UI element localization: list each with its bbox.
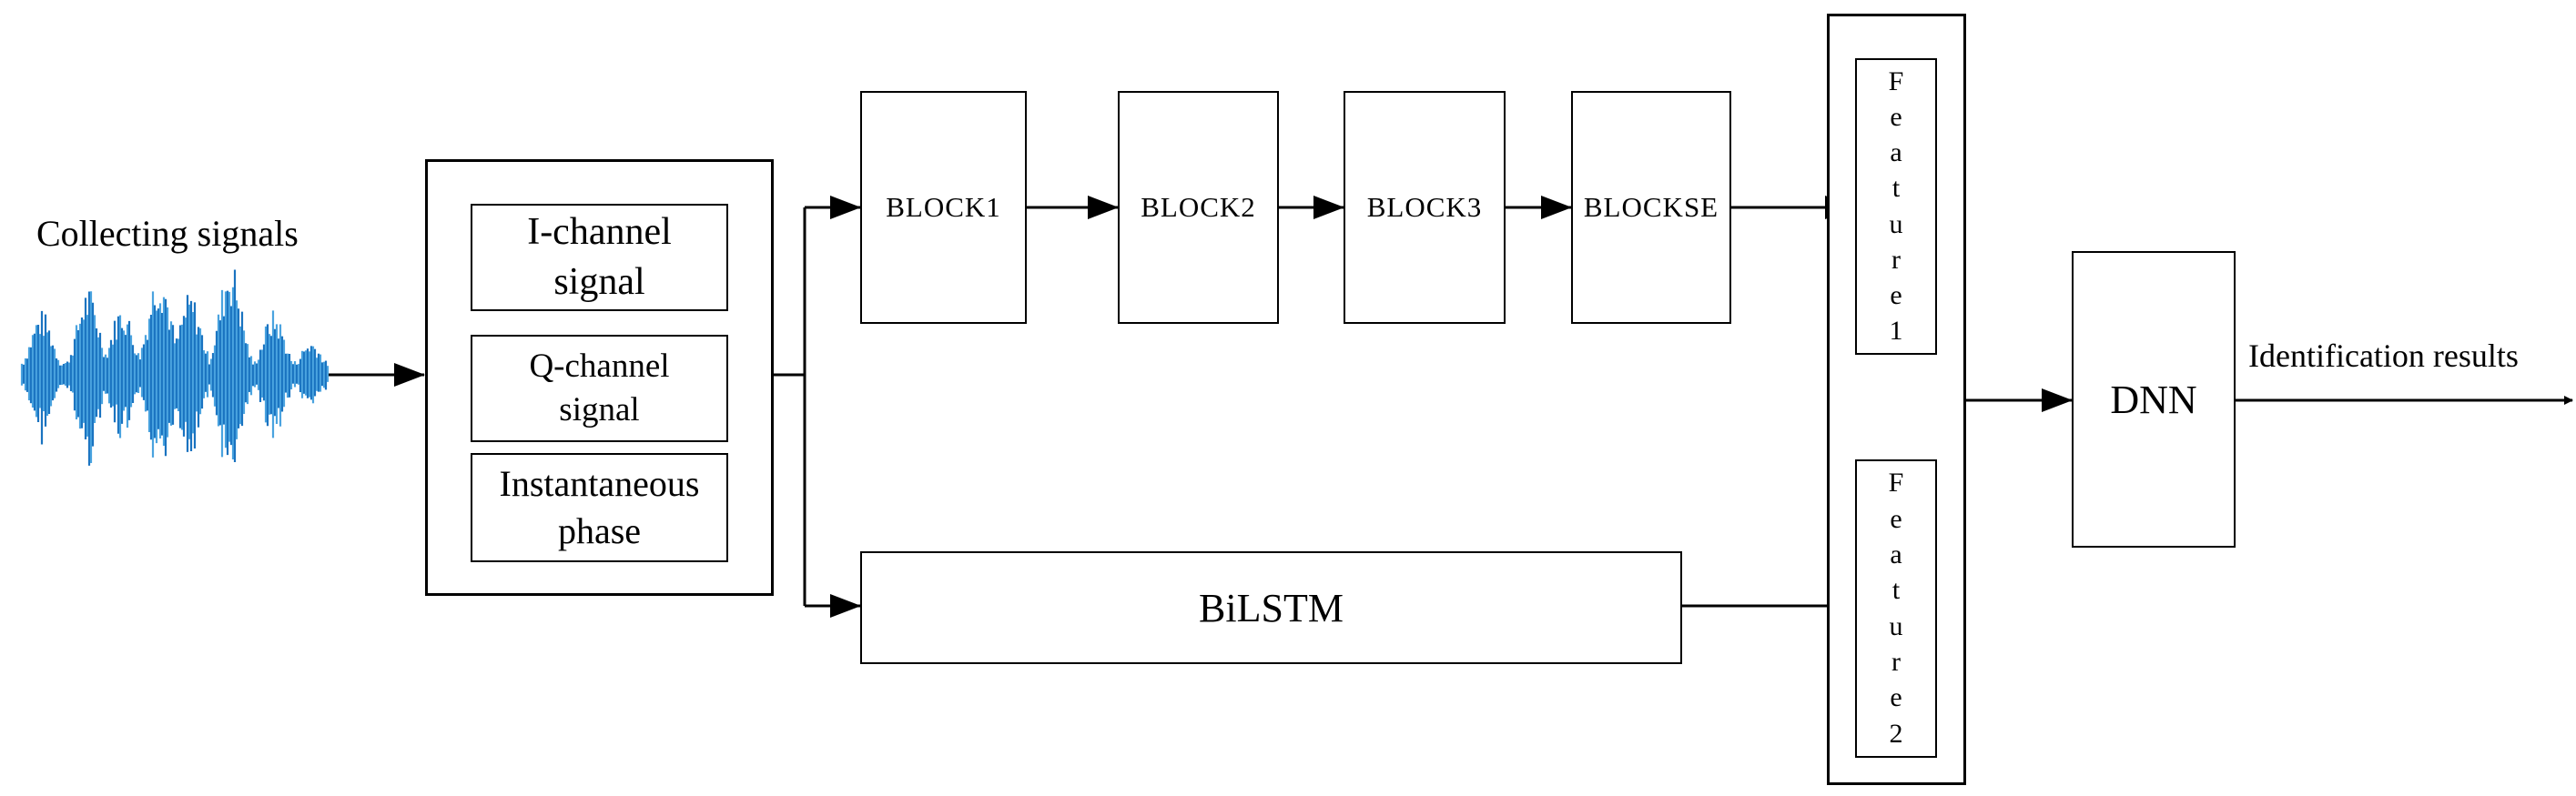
f1-letter: a [1890,137,1902,168]
bilstm-box: BiLSTM [860,551,1682,664]
instantaneous-phase-label: Instantaneous phase [499,463,700,551]
block1-label: BLOCK1 [886,191,1001,223]
f1-letter: e [1890,279,1902,310]
q-channel-label: Q-channel signal [529,347,670,428]
i-channel-label: I-channel signal [527,211,672,303]
f1-letter: F [1888,66,1904,97]
dnn-box: DNN [2072,251,2236,548]
f2-letter: a [1890,539,1902,569]
instantaneous-phase-box: Instantaneous phase [471,453,728,562]
f2-letter: t [1891,575,1901,606]
f2-letter: r [1891,646,1901,677]
output-label: Identification results [2248,338,2519,374]
waveform-icon [20,269,330,466]
block3-label: BLOCK3 [1366,191,1483,223]
block2-box: BLOCK2 [1118,91,1279,324]
f2-letter: u [1889,610,1903,641]
dnn-label: DNN [2110,377,2197,422]
f1-letter: 1 [1889,315,1903,346]
f2-letter: 2 [1889,718,1903,749]
f1-letter: r [1891,244,1901,275]
block1-box: BLOCK1 [860,91,1027,324]
q-channel-box: Q-channel signal [471,335,728,442]
f2-letter: e [1890,503,1902,534]
block3-box: BLOCK3 [1344,91,1506,324]
input-label: Collecting signals [36,213,299,254]
blockse-label: BLOCKSE [1583,191,1719,223]
bilstm-label: BiLSTM [1199,585,1344,630]
f2-letter: F [1888,468,1904,499]
blockse-box: BLOCKSE [1571,91,1731,324]
f1-letter: t [1891,173,1901,204]
f2-letter: e [1890,682,1902,713]
i-channel-box: I-channel signal [471,204,728,311]
block2-label: BLOCK2 [1141,191,1256,223]
f1-letter: u [1889,208,1903,239]
f1-letter: e [1890,102,1902,133]
